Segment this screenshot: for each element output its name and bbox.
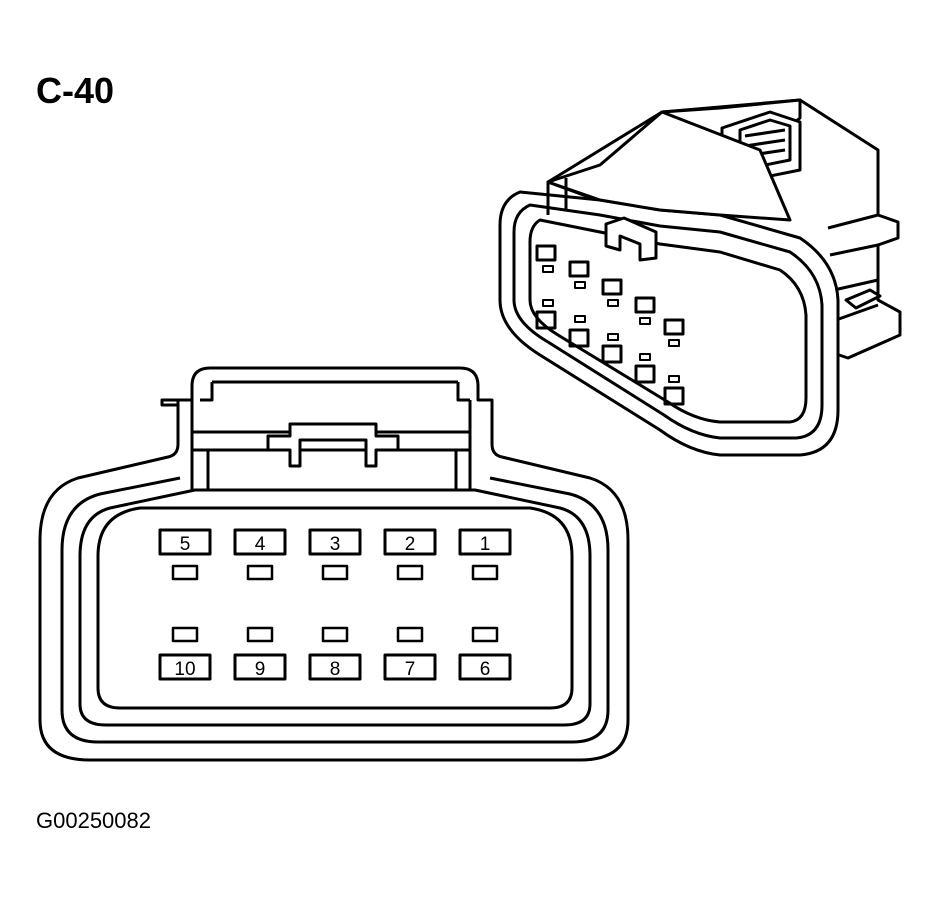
pin-9-cavity — [233, 653, 287, 681]
pin-1-cavity — [458, 528, 512, 556]
pin-label: 3 — [330, 534, 341, 555]
pin-3-cavity — [308, 528, 362, 556]
pin-label: 4 — [255, 534, 266, 555]
pin-2-cavity — [383, 528, 437, 556]
pin-label: 2 — [405, 534, 416, 555]
pin-label: 10 — [174, 659, 195, 680]
pin-10-cavity — [158, 653, 212, 681]
pin-8-cavity — [308, 653, 362, 681]
pin-label: 6 — [480, 659, 491, 680]
connector-face-view — [38, 366, 630, 762]
pin-4-cavity — [233, 528, 287, 556]
pin-5-cavity — [158, 528, 212, 556]
pin-6-cavity — [458, 653, 512, 681]
pin-label: 7 — [405, 659, 416, 680]
pin-label: 5 — [180, 534, 191, 555]
pin-label: 9 — [255, 659, 266, 680]
pin-7-cavity — [383, 653, 437, 681]
connector-title: C-40 — [36, 70, 115, 111]
connector-3d-view — [498, 98, 902, 457]
figure-id: G00250082 — [36, 808, 151, 833]
pin-label: 1 — [480, 534, 491, 555]
pin-label: 8 — [330, 659, 341, 680]
